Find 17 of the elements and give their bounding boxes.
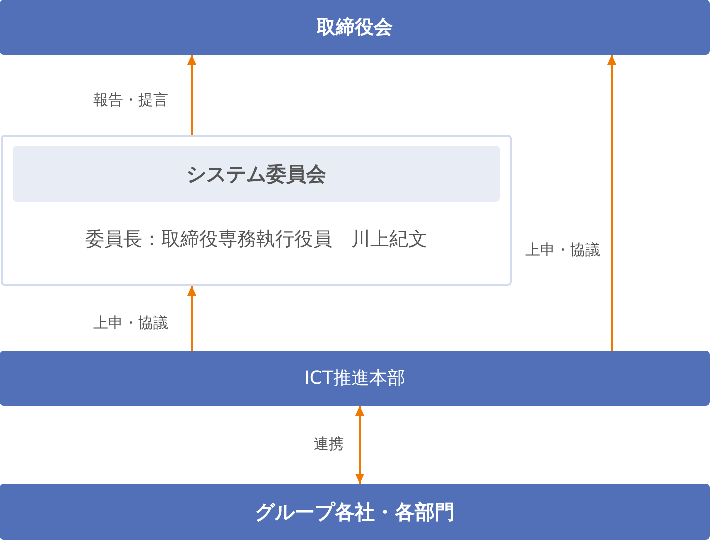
committee-panel <box>1 135 512 286</box>
committee-name: システム委員会 <box>186 162 326 186</box>
org-name: グループ各社・各部門 <box>255 500 455 524</box>
edge-label: 報告・提言 <box>94 91 168 109</box>
org-name: ICT推進本部 <box>304 368 406 390</box>
arrow <box>356 406 364 484</box>
arrow <box>188 286 196 351</box>
arrow <box>188 55 196 135</box>
edge-label: 上申・協議 <box>94 314 168 332</box>
org-name: 取締役会 <box>317 16 393 39</box>
edge-label: 上申・協議 <box>526 241 600 259</box>
edge-label: 連携 <box>314 435 344 453</box>
chair-text: 委員長：取締役専務執行役員 川上紀文 <box>86 228 428 252</box>
arrow <box>608 55 616 351</box>
org-bar <box>0 484 710 540</box>
org-bar <box>0 0 710 55</box>
org-bar <box>0 351 710 406</box>
